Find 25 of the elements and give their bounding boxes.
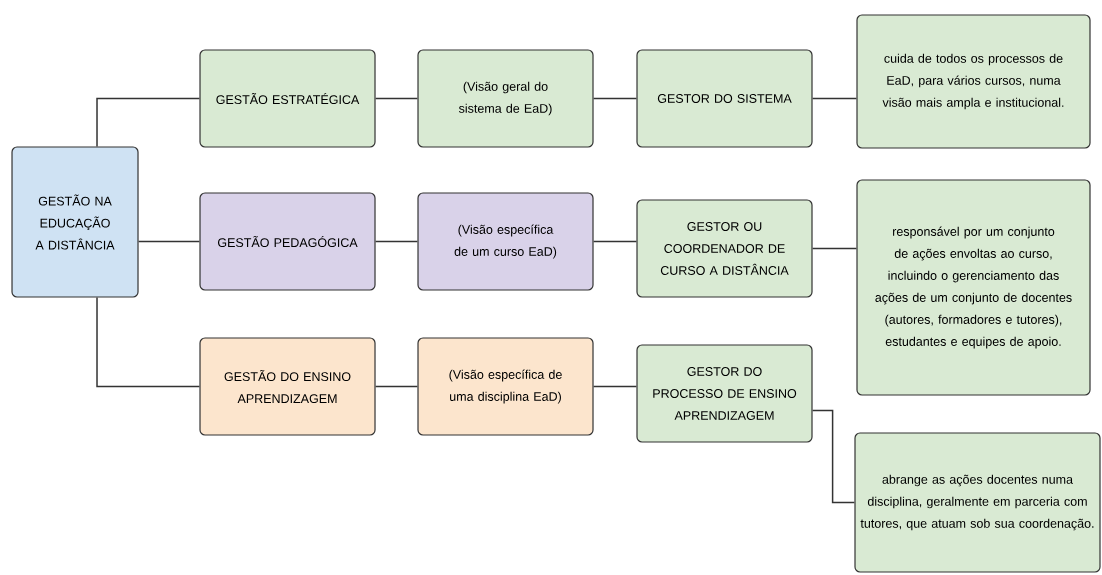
- process-box: GESTÃO PEDAGÓGICA: [199, 192, 376, 291]
- process-box: (Visão geral do sistema de EaD): [417, 49, 594, 148]
- process-box: GESTÃO ESTRATÉGICA: [199, 49, 376, 148]
- connector-line: [811, 409, 856, 504]
- connector-line: [592, 97, 638, 100]
- connector-line: [592, 240, 638, 243]
- process-box: GESTÃO NA EDUCAÇÃO A DISTÂNCIA: [11, 146, 139, 298]
- process-box: GESTÃO DO ENSINO APRENDIZAGEM: [199, 337, 376, 436]
- connector-line: [96, 97, 201, 148]
- process-box: (Visão específica de uma disciplina EaD): [417, 337, 594, 436]
- connector-line: [137, 240, 201, 243]
- process-box: cuida de todos os processos de EaD, para vários cursos, numa visão mais ampla e institucional.: [856, 14, 1091, 149]
- process-box: responsável por um conjunto de ações envoltas ao curso, incluindo o gerenciamento das ações de um conjunto de docentes (autores, formadores e tutores), estudantes e equipes de apoio.: [856, 179, 1091, 396]
- process-box: (Visão específica de um curso EaD): [417, 192, 594, 291]
- connector-line: [374, 385, 419, 388]
- process-box: GESTOR OU COORDENADOR DE CURSO A DISTÂNCIA: [636, 199, 813, 298]
- connector-line: [592, 385, 638, 388]
- connector-line: [96, 296, 201, 388]
- process-box: GESTOR DO PROCESSO DE ENSINO APRENDIZAGEM: [636, 344, 813, 443]
- connector-line: [374, 97, 419, 100]
- connector-line: [374, 240, 419, 243]
- process-box: GESTOR DO SISTEMA: [636, 49, 813, 148]
- connector-line: [811, 97, 858, 100]
- process-box: abrange as ações docentes numa disciplina, geralmente em parceria com tutores, que atuam sob sua coordenação.: [854, 432, 1101, 573]
- connector-line: [811, 247, 858, 250]
